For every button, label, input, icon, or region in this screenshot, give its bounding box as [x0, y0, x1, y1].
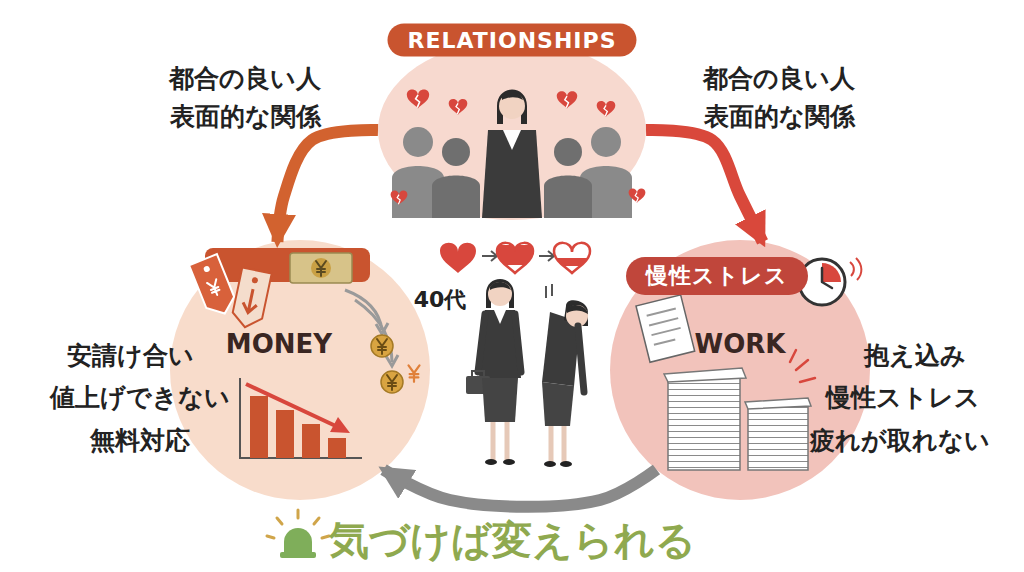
paper-stacks [664, 350, 815, 470]
side-label: 疲れが取れない [810, 424, 990, 457]
side-label: 無料対応 [90, 424, 190, 457]
side-label: 値上げできない [50, 381, 230, 414]
standing-woman [466, 279, 521, 465]
section-title: WORK [695, 329, 786, 359]
age-label: 40代 [414, 285, 467, 315]
banknote [290, 253, 352, 283]
section-banner: 慢性ストレス [626, 257, 808, 295]
section-title: MONEY [226, 329, 332, 359]
draining-hearts [440, 243, 590, 273]
silhouettes [392, 127, 632, 218]
side-label: 抱え込み [864, 339, 966, 372]
side-label: 表面的な関係 [170, 100, 321, 133]
clock [799, 258, 861, 305]
flow-arrow [277, 130, 378, 242]
declining-chart [240, 378, 362, 458]
broken-hearts [391, 89, 646, 204]
caption: 気づけば変えられる [329, 513, 696, 568]
tired-woman [542, 284, 588, 467]
side-label: 慢性ストレス [826, 381, 980, 414]
central-woman [482, 90, 542, 219]
price-tags [189, 248, 370, 330]
section-banner: RELATIONSHIPS [387, 24, 636, 57]
side-label: 安請け合い [67, 339, 194, 372]
document [636, 295, 695, 362]
flow-arrow [646, 130, 763, 242]
bulb-icon [267, 510, 329, 558]
side-label: 都合の良い人 [703, 62, 855, 95]
falling-coins [345, 290, 420, 393]
side-label: 表面的な関係 [704, 100, 855, 133]
flow-arrow [384, 470, 657, 507]
side-label: 都合の良い人 [169, 62, 321, 95]
